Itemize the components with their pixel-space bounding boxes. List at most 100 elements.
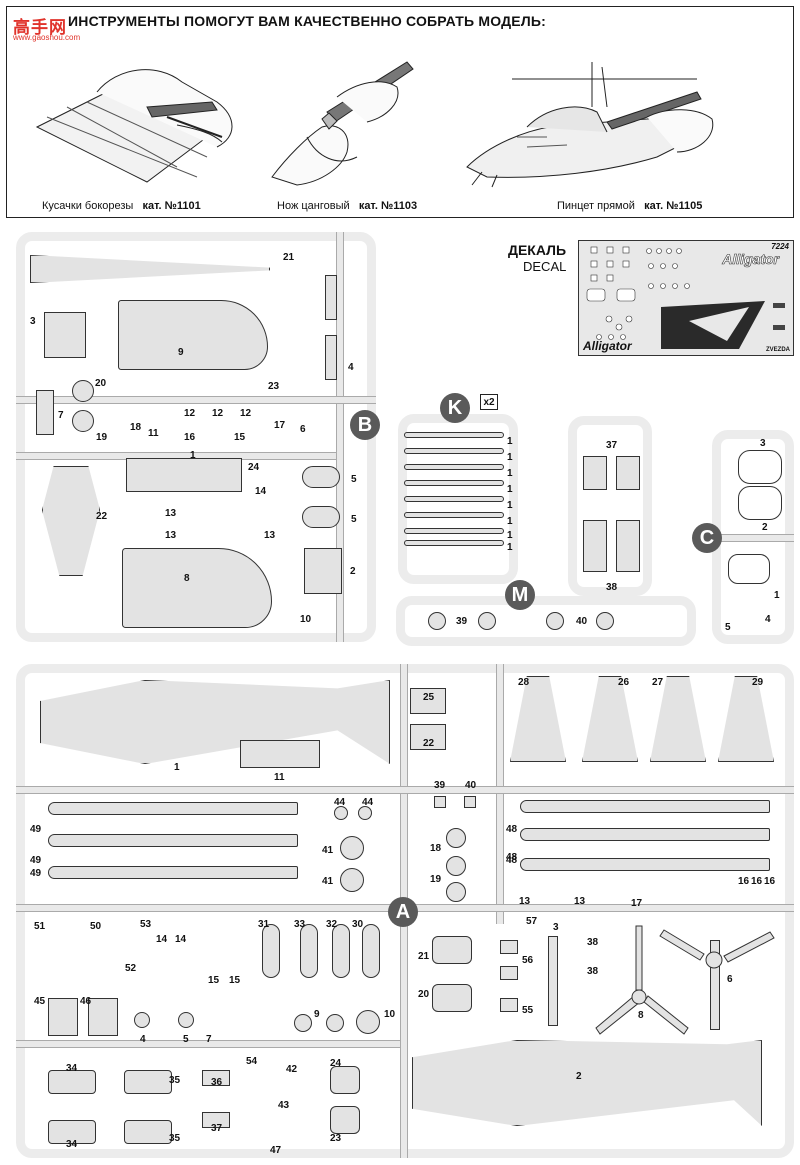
- part-label: 44: [334, 797, 346, 808]
- part-label: 10: [384, 1009, 396, 1020]
- part-label: 40: [576, 616, 588, 627]
- part-label: 15: [234, 432, 246, 443]
- part-exhaust: [330, 1106, 360, 1134]
- part-label: 24: [330, 1058, 342, 1069]
- part-label: 21: [283, 252, 295, 263]
- tool-name: Нож цанговый: [277, 200, 350, 212]
- part-label: 41: [322, 876, 334, 887]
- part-plate: [304, 548, 342, 594]
- part-label: 1: [507, 542, 513, 553]
- part-label: 57: [526, 916, 538, 927]
- part-disc: [326, 1014, 344, 1032]
- part-disc: [446, 882, 466, 902]
- part-exhaust: [330, 1066, 360, 1094]
- part-label: 39: [456, 616, 468, 627]
- part-rod: [404, 448, 504, 454]
- sprue-letter-c: C: [692, 523, 722, 553]
- part-small: [464, 796, 476, 808]
- part-label: 39: [434, 780, 446, 791]
- part-disc: [294, 1014, 312, 1032]
- part-label: 22: [96, 511, 108, 522]
- decal-sheet: 7224 Alligator Alligator ZVEZDA: [578, 240, 794, 356]
- part-disc: [446, 828, 466, 848]
- part-small: [202, 1070, 230, 1086]
- part-label: 1: [507, 484, 513, 495]
- part-label: 54: [246, 1056, 258, 1067]
- part-label: 13: [519, 896, 531, 907]
- part-rod: [404, 480, 504, 486]
- part-rotor-blade: [520, 858, 770, 871]
- part-label: 21: [418, 951, 430, 962]
- part-rod: [404, 540, 504, 546]
- part-label: 15: [208, 975, 220, 986]
- part-label: 40: [465, 780, 477, 791]
- part-seat: [44, 312, 86, 358]
- sprue-frame-m-bottom: [396, 596, 696, 646]
- decal-title: ДЕКАЛЬ: [508, 242, 567, 258]
- part-rod: [404, 432, 504, 438]
- part-small: [410, 724, 446, 750]
- tool-name: Кусачки бокорезы: [42, 200, 134, 212]
- part-rod: [404, 464, 504, 470]
- part-engine-half: [124, 1120, 172, 1144]
- part-label: 32: [326, 919, 338, 930]
- part-label: 17: [274, 420, 286, 431]
- part-label: 12: [184, 408, 196, 419]
- part-label: 13: [165, 530, 177, 541]
- part-label: 2: [576, 1071, 582, 1082]
- part-floor: [126, 458, 242, 492]
- part-label: 1: [774, 590, 780, 601]
- part-label: 4: [765, 614, 771, 625]
- part-label: 2: [350, 566, 356, 577]
- part-disc: [72, 380, 94, 402]
- part-label: 48: [506, 852, 518, 863]
- part-label: 16: [738, 876, 750, 887]
- part-rotor-blade: [520, 828, 770, 841]
- part-label: 37: [211, 1123, 223, 1134]
- part-label: 49: [30, 824, 42, 835]
- part-label: 24: [248, 462, 260, 473]
- part-pilot-figure: [302, 506, 340, 528]
- sprue-runner: [16, 1040, 400, 1048]
- part-label: 13: [165, 508, 177, 519]
- part-label: 7: [58, 410, 64, 421]
- part-strut: [325, 275, 337, 320]
- part-panel: [36, 390, 54, 435]
- sprue-letter-k: K: [440, 393, 470, 423]
- part-label: 41: [322, 845, 334, 856]
- part-label: 16: [184, 432, 196, 443]
- part-label: 6: [727, 974, 733, 985]
- part-label: 5: [725, 622, 731, 633]
- watermark-text: 高手网: [13, 18, 67, 37]
- watermark-url: www.gaoshou.com: [13, 33, 81, 42]
- part-label: 33: [294, 919, 306, 930]
- part-label: 34: [66, 1063, 78, 1074]
- part-label: 14: [175, 934, 187, 945]
- part-disc: [72, 410, 94, 432]
- sprue-runner: [16, 786, 794, 794]
- part-rod: [404, 528, 504, 534]
- tool-name: Пинцет прямой: [557, 200, 635, 212]
- part-label: 35: [169, 1075, 181, 1086]
- part-cover: [616, 520, 640, 572]
- multiplier-badge: x2: [480, 394, 498, 410]
- part-label: 55: [522, 1005, 534, 1016]
- part-wheel: [478, 612, 496, 630]
- part-label: 1: [507, 436, 513, 447]
- part-wheel: [428, 612, 446, 630]
- part-label: 28: [518, 677, 530, 688]
- part-label: 14: [255, 486, 267, 497]
- part-cockpit-half: [122, 548, 272, 628]
- part-label: 9: [314, 1009, 320, 1020]
- part-label: 45: [34, 996, 46, 1007]
- part-label: 10: [300, 614, 312, 625]
- part-disc: [356, 1010, 380, 1034]
- part-label: 30: [352, 919, 364, 930]
- part-engine-half: [48, 1120, 96, 1144]
- part-rotor-blade: [48, 866, 298, 879]
- part-disc: [178, 1012, 194, 1028]
- part-label: 43: [278, 1100, 290, 1111]
- sprue-runner: [712, 534, 794, 542]
- part-rod: [404, 496, 504, 502]
- part-label: 51: [34, 921, 46, 932]
